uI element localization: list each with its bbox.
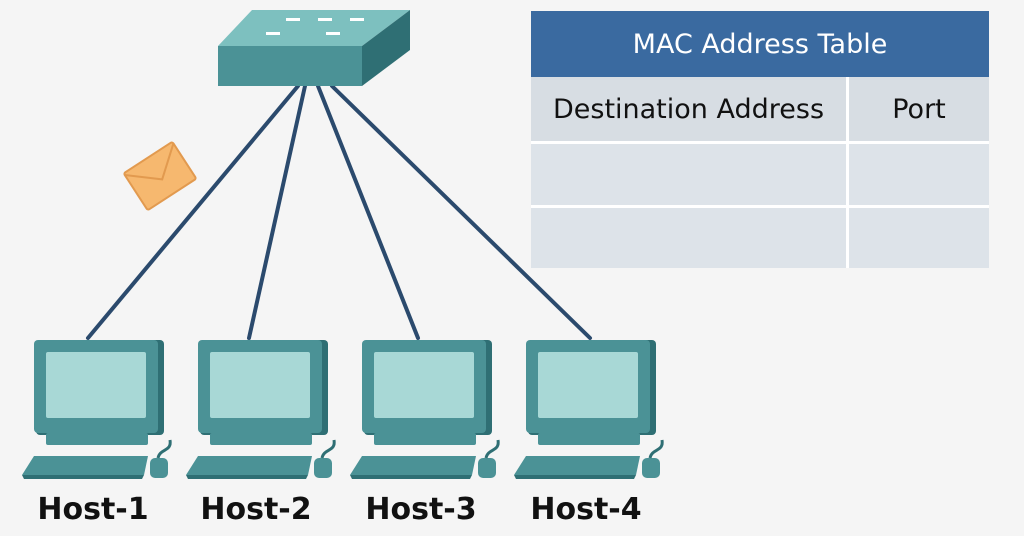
switch-icon[interactable] [218, 10, 410, 86]
cable-host-1 [86, 84, 300, 340]
cables [86, 84, 592, 340]
host-label-2: Host-2 [200, 492, 312, 527]
computer-icon[interactable] [514, 340, 664, 479]
table-cell-row2-port [849, 208, 989, 268]
mac-address-table: MAC Address Table Destination Address Po… [531, 11, 989, 268]
computer-icon[interactable] [350, 340, 500, 479]
computer-icon[interactable] [22, 340, 172, 479]
cable-host-2 [247, 84, 307, 340]
host-label-4: Host-4 [530, 492, 642, 527]
host-label-3: Host-3 [365, 492, 477, 527]
table-cell-row1-port [849, 144, 989, 205]
cable-host-4 [330, 84, 592, 340]
header-port: Port [849, 77, 989, 141]
cable-host-3 [316, 84, 420, 340]
envelope-icon [123, 141, 197, 211]
table-cell-row2-address [531, 208, 846, 268]
table-title: MAC Address Table [531, 11, 989, 77]
host-label-1: Host-1 [37, 492, 149, 527]
header-destination-address: Destination Address [531, 77, 846, 141]
computers [22, 340, 664, 479]
computer-icon[interactable] [186, 340, 336, 479]
table-cell-row1-address [531, 144, 846, 205]
